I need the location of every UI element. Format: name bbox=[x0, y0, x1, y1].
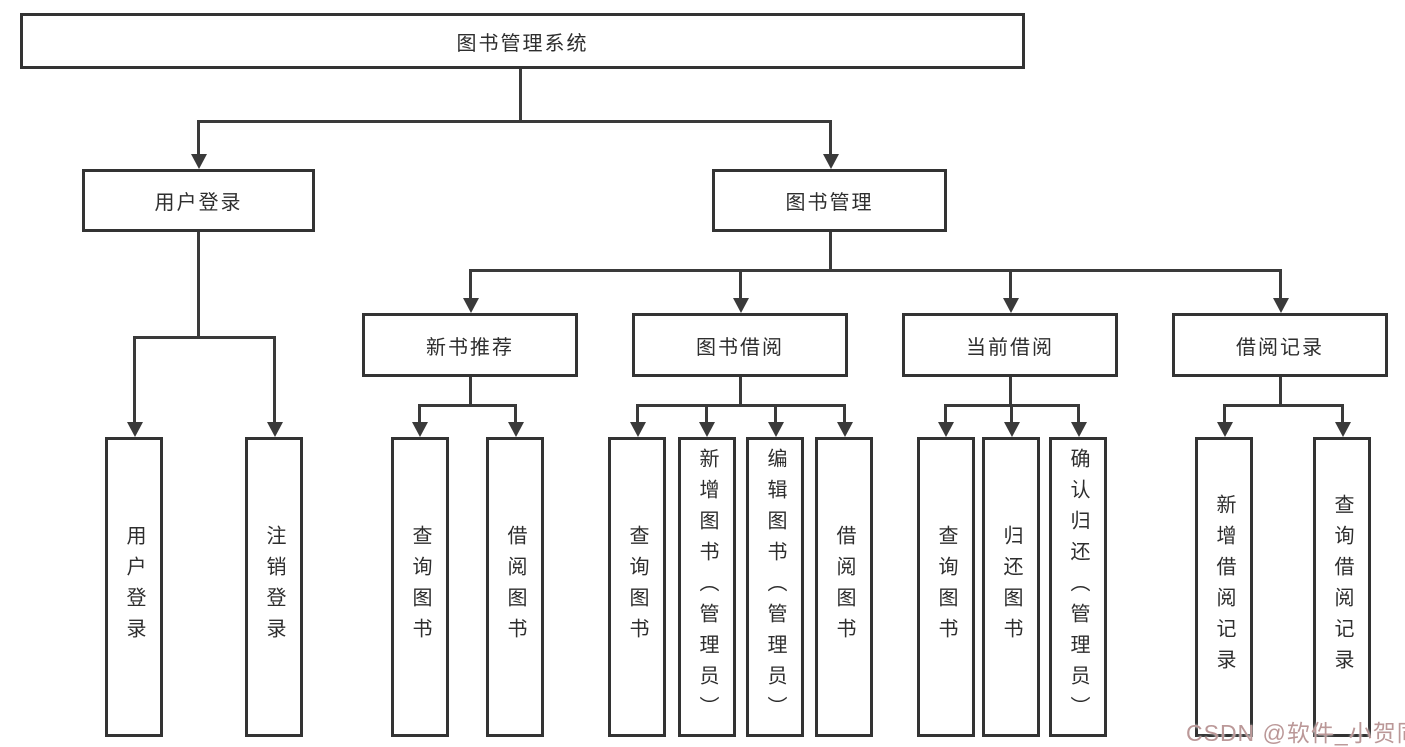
leaf-label: 查询图书 bbox=[409, 525, 431, 649]
node-label: 借阅记录 bbox=[1236, 336, 1324, 359]
connector-recommend-stem bbox=[469, 377, 472, 407]
connector-leaf-drop bbox=[944, 404, 947, 424]
connector-records-stem bbox=[1279, 377, 1282, 407]
arrow-down-icon bbox=[508, 422, 524, 437]
connector-level2-rail bbox=[469, 269, 1282, 272]
connector-leaf-drop bbox=[774, 404, 777, 424]
arrow-down-icon bbox=[1004, 422, 1020, 437]
arrow-down-icon bbox=[823, 154, 839, 169]
node-book-management: 图书管理 bbox=[712, 169, 947, 232]
node-label: 新书推荐 bbox=[426, 336, 514, 359]
leaf-label: 借阅图书 bbox=[833, 525, 855, 649]
leaf-label: 注销登录 bbox=[263, 525, 285, 649]
leaf-query-books-borrowing: 查询图书 bbox=[608, 437, 666, 737]
leaf-label: 新增借阅记录 bbox=[1213, 494, 1235, 680]
connector-leaf-drop bbox=[1341, 404, 1344, 424]
arrow-down-icon bbox=[267, 422, 283, 437]
connector-sub-drop bbox=[739, 269, 742, 300]
connector-borrowing-rail bbox=[636, 404, 845, 407]
connector-book-mgmt-drop bbox=[829, 120, 832, 155]
connector-leaf-drop bbox=[133, 336, 136, 424]
arrow-down-icon bbox=[127, 422, 143, 437]
connector-leaf-drop bbox=[1223, 404, 1226, 424]
leaf-borrow-books-recommend: 借阅图书 bbox=[486, 437, 544, 737]
arrow-down-icon bbox=[1003, 298, 1019, 313]
node-label: 图书管理 bbox=[785, 192, 874, 214]
leaf-label: 编辑图书（管理员） bbox=[764, 447, 786, 727]
connector-sub-drop bbox=[1279, 269, 1282, 300]
connector-root-stem bbox=[519, 69, 522, 123]
node-current-borrowing: 当前借阅 bbox=[902, 313, 1118, 377]
node-label: 图书管理系统 bbox=[456, 32, 589, 55]
leaf-return-books: 归还图书 bbox=[982, 437, 1040, 737]
leaf-label: 归还图书 bbox=[1000, 525, 1022, 649]
arrow-down-icon bbox=[1335, 422, 1351, 437]
leaf-logout: 注销登录 bbox=[245, 437, 303, 737]
node-label: 用户登录 bbox=[154, 192, 243, 214]
node-borrowing-records: 借阅记录 bbox=[1172, 313, 1388, 377]
connector-user-login-drop bbox=[197, 120, 200, 155]
arrow-down-icon bbox=[699, 422, 715, 437]
node-library-management-system: 图书管理系统 bbox=[20, 13, 1025, 69]
connector-user-login-rail bbox=[133, 336, 276, 339]
leaf-label: 查询图书 bbox=[935, 525, 957, 649]
node-user-login: 用户登录 bbox=[82, 169, 315, 232]
connector-book-mgmt-stem bbox=[829, 232, 832, 272]
node-new-book-recommend: 新书推荐 bbox=[362, 313, 578, 377]
leaf-label: 查询借阅记录 bbox=[1331, 494, 1353, 680]
leaf-user-login: 用户登录 bbox=[105, 437, 163, 737]
leaf-add-borrow-record: 新增借阅记录 bbox=[1195, 437, 1253, 737]
connector-sub-drop bbox=[1009, 269, 1012, 300]
leaf-query-borrow-record: 查询借阅记录 bbox=[1313, 437, 1371, 737]
leaf-edit-book-admin: 编辑图书（管理员） bbox=[746, 437, 804, 737]
arrow-down-icon bbox=[412, 422, 428, 437]
leaf-query-books-recommend: 查询图书 bbox=[391, 437, 449, 737]
arrow-down-icon bbox=[733, 298, 749, 313]
arrow-down-icon bbox=[938, 422, 954, 437]
connector-leaf-drop bbox=[705, 404, 708, 424]
connector-recommend-rail bbox=[418, 404, 517, 407]
leaf-label: 用户登录 bbox=[123, 525, 145, 649]
arrow-down-icon bbox=[191, 154, 207, 169]
leaf-label: 新增图书（管理员） bbox=[696, 447, 718, 727]
connector-leaf-drop bbox=[273, 336, 276, 424]
leaf-label: 借阅图书 bbox=[504, 525, 526, 649]
leaf-confirm-return-admin: 确认归还（管理员） bbox=[1049, 437, 1107, 737]
node-label: 当前借阅 bbox=[966, 336, 1054, 359]
leaf-add-book-admin: 新增图书（管理员） bbox=[678, 437, 736, 737]
arrow-down-icon bbox=[768, 422, 784, 437]
arrow-down-icon bbox=[1071, 422, 1087, 437]
leaf-borrow-books-borrowing: 借阅图书 bbox=[815, 437, 873, 737]
connector-leaf-drop bbox=[418, 404, 421, 424]
connector-borrowing-stem bbox=[739, 377, 742, 407]
leaf-label: 确认归还（管理员） bbox=[1067, 447, 1089, 727]
connector-level1-rail bbox=[197, 120, 832, 123]
connector-leaf-drop bbox=[1077, 404, 1080, 424]
leaf-query-books-current: 查询图书 bbox=[917, 437, 975, 737]
leaf-label: 查询图书 bbox=[626, 525, 648, 649]
connector-records-rail bbox=[1223, 404, 1344, 407]
connector-leaf-drop bbox=[1010, 404, 1013, 424]
node-book-borrowing: 图书借阅 bbox=[632, 313, 848, 377]
connector-leaf-drop bbox=[843, 404, 846, 424]
arrow-down-icon bbox=[463, 298, 479, 313]
connector-leaf-drop bbox=[636, 404, 639, 424]
node-label: 图书借阅 bbox=[696, 336, 784, 359]
arrow-down-icon bbox=[1217, 422, 1233, 437]
connector-user-login-stem bbox=[197, 232, 200, 339]
connector-sub-drop bbox=[469, 269, 472, 300]
arrow-down-icon bbox=[837, 422, 853, 437]
arrow-down-icon bbox=[1273, 298, 1289, 313]
arrow-down-icon bbox=[630, 422, 646, 437]
connector-leaf-drop bbox=[514, 404, 517, 424]
connector-current-stem bbox=[1009, 377, 1012, 407]
csdn-watermark: CSDN @软件_小贺同学 bbox=[1186, 720, 1405, 746]
